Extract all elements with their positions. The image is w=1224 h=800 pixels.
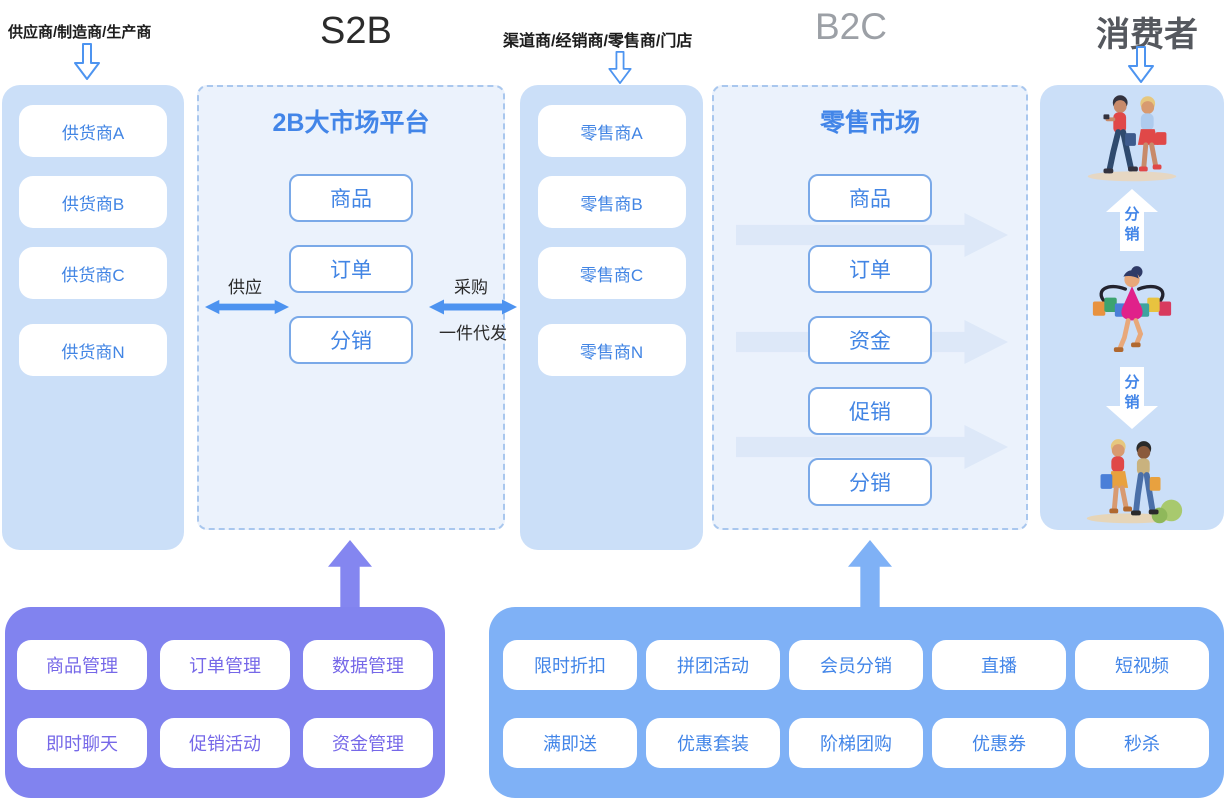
distribution-label: 分销 — [1124, 206, 1140, 243]
module-box: 订单 — [808, 245, 932, 293]
retailer-card-last: 零售商N — [537, 324, 686, 376]
tool-button: 订单管理 — [160, 640, 290, 690]
tool-button: 商品管理 — [17, 640, 147, 690]
retail-market-panel: 零售市场 商品订单资金促销分销 — [712, 85, 1028, 530]
tool-button: 限时折扣 — [503, 640, 637, 690]
retailers-panel: 零售商A 零售商B 零售商C 零售商N — [520, 85, 703, 550]
tool-button: 拼团活动 — [646, 640, 780, 690]
down-arrow-icon — [1106, 367, 1158, 429]
suppliers-card-list: 供货商A 供货商B 供货商C — [2, 105, 184, 299]
retailer-card: 零售商B — [537, 176, 686, 228]
double-headed-arrow-icon — [429, 299, 517, 315]
tool-button: 优惠券 — [932, 718, 1066, 768]
up-arrow-icon — [1106, 189, 1158, 251]
retail-module-list: 商品订单资金促销分销 — [714, 174, 1026, 506]
module-box: 资金 — [808, 316, 932, 364]
down-arrow-icon — [74, 43, 100, 80]
supply-label: 供应 — [228, 278, 262, 297]
distribution-label: 分销 — [1124, 374, 1140, 411]
b2c-tools-panel: 限时折扣拼团活动会员分销直播短视频满即送优惠套装阶梯团购优惠券秒杀 — [489, 607, 1224, 798]
module-box: 促销 — [808, 387, 932, 435]
channel-group-label: 渠道商/经销商/零售商/门店 — [503, 33, 693, 50]
module-box: 商品 — [808, 174, 932, 222]
retailer-card: 零售商C — [537, 247, 686, 299]
s2b-platform-title: 2B大市场平台 — [272, 109, 430, 137]
supplier-card: 供货商B — [19, 176, 167, 228]
tool-button: 阶梯团购 — [789, 718, 923, 768]
double-headed-arrow-icon — [205, 299, 289, 315]
dropship-label: 一件代发 — [439, 324, 507, 343]
purchase-label: 采购 — [454, 278, 488, 297]
consumers-walking-illustration — [1087, 95, 1177, 182]
distribution-up-arrow: 分销 — [1106, 189, 1158, 251]
tool-button: 优惠套装 — [646, 718, 780, 768]
tool-button: 即时聊天 — [17, 718, 147, 768]
down-arrow-icon — [608, 51, 632, 84]
suppliers-group-label: 供应商/制造商/生产商 — [8, 24, 152, 41]
retailer-card: 零售商A — [537, 105, 686, 157]
retail-market-title: 零售市场 — [819, 109, 920, 137]
supplier-card: 供货商A — [19, 105, 167, 157]
tool-button: 满即送 — [503, 718, 637, 768]
module-box: 商品 — [289, 174, 413, 222]
distribution-down-arrow: 分销 — [1106, 367, 1158, 429]
s2b-module-list: 商品订单分销 — [199, 174, 503, 364]
supplier-card: 供货商C — [19, 247, 167, 299]
consumers-panel: 分销 分销 — [1040, 85, 1224, 530]
down-arrow-icon — [1128, 46, 1154, 83]
s2b-platform-panel: 2B大市场平台 商品订单分销 供应 采购 一件代发 — [197, 85, 517, 530]
tool-button: 数据管理 — [303, 640, 433, 690]
module-box: 分销 — [289, 316, 413, 364]
s2b-tools-panel: 商品管理订单管理数据管理即时聊天促销活动资金管理 — [5, 607, 445, 798]
tool-button: 短视频 — [1075, 640, 1209, 690]
tool-button: 资金管理 — [303, 718, 433, 768]
s2b-section-title: S2B — [320, 10, 392, 52]
suppliers-panel: 供货商A 供货商B 供货商C 供货商N — [2, 85, 184, 550]
tool-button: 促销活动 — [160, 718, 290, 768]
retailers-card-list: 零售商A 零售商B 零售商C — [520, 105, 703, 299]
b2c-section-title: B2C — [815, 6, 887, 47]
tool-button: 秒杀 — [1075, 718, 1209, 768]
consumer-section-title: 消费者 — [1096, 16, 1198, 54]
module-box: 分销 — [808, 458, 932, 506]
purple-up-arrow-icon — [328, 540, 372, 607]
consumers-shopping-illustration — [1086, 439, 1183, 524]
shopper-with-bags-illustration — [1092, 266, 1172, 353]
module-box: 订单 — [289, 245, 413, 293]
supplier-card-last: 供货商N — [19, 324, 167, 376]
blue-up-arrow-icon — [848, 540, 892, 607]
tool-button: 直播 — [932, 640, 1066, 690]
tool-button: 会员分销 — [789, 640, 923, 690]
